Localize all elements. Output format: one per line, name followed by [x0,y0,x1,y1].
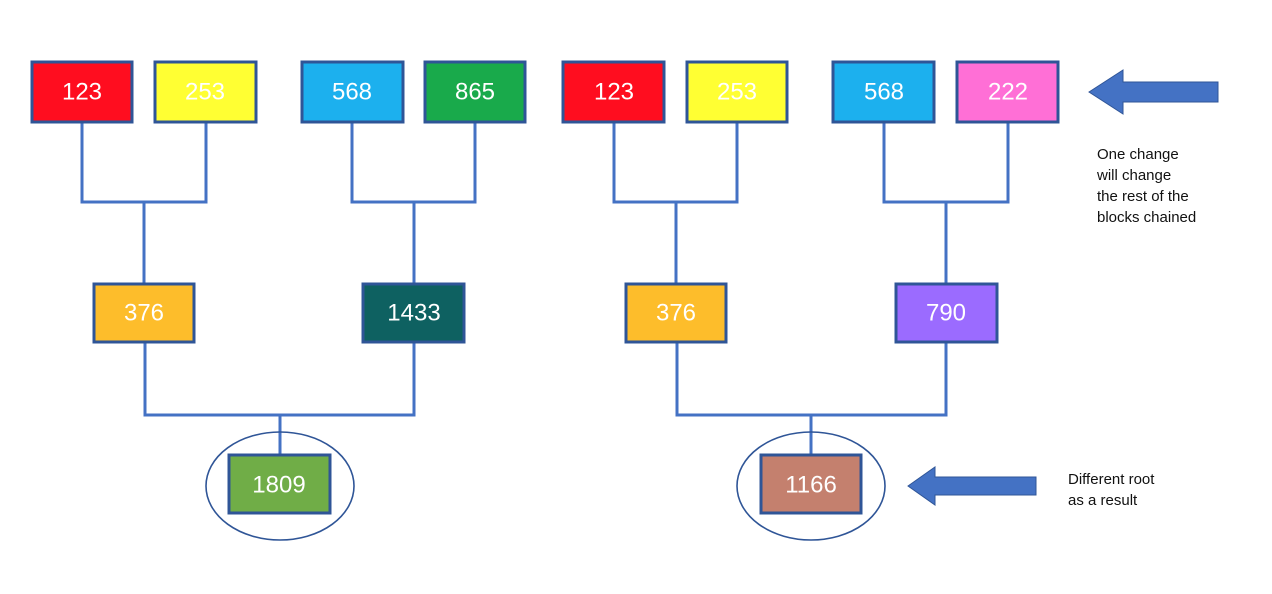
left-middle-value-1: 376 [124,300,164,327]
left-leaf-node-1: 123 [30,60,134,124]
right-leaf-value-4: 222 [988,79,1028,106]
right-leaf-box-1 [561,60,666,124]
connector [350,122,477,204]
left-leaf-box-3 [300,60,405,124]
left-leaf-value-3: 568 [332,79,372,106]
right-root-ellipse [736,431,886,541]
left-middle-box-1 [92,282,196,344]
right-root-node: 1166 [759,453,863,515]
right-tree-connectors [612,122,1010,455]
right-middle-box-1 [624,282,728,344]
left-tree-connectors [80,122,477,455]
right-middle-node-2: 790 [894,282,999,344]
left-middle-box-2 [361,282,466,344]
left-root-node: 1809 [227,453,332,515]
right-leaf-value-1: 123 [594,79,634,106]
change-note-line-1: One change [1097,146,1179,163]
left-leaf-value-2: 253 [185,79,225,106]
right-leaf-box-3 [831,60,936,124]
right-root-box [759,453,863,515]
right-leaf-box-2 [685,60,789,124]
change-note-line-2: will change [1097,167,1172,184]
left-middle-node-2: 1433 [361,282,466,344]
left-middle-node-1: 376 [92,282,196,344]
left-leaf-node-4: 865 [423,60,527,124]
connector [143,342,416,417]
right-middle-node-1: 376 [624,282,728,344]
connector [675,342,948,417]
right-leaf-node-1: 123 [561,60,666,124]
left-middle-value-2: 1433 [387,300,440,327]
connector [882,122,1010,204]
left-leaf-node-2: 253 [153,60,258,124]
right-leaf-value-2: 253 [717,79,757,106]
left-leaf-node-3: 568 [300,60,405,124]
right-leaf-box-4 [955,60,1060,124]
right-leaf-value-3: 568 [864,79,904,106]
root-note-line-1: Different root [1068,471,1155,488]
right-middle-value-1: 376 [656,300,696,327]
connector [80,122,208,204]
left-root-box [227,453,332,515]
change-note-line-3: the rest of the [1097,188,1189,205]
left-leaf-box-2 [153,60,258,124]
right-leaf-node-4: 222 [955,60,1060,124]
right-leaf-node-2: 253 [685,60,789,124]
root-note-line-2: as a result [1068,492,1138,509]
changed-leaf-arrow-icon [1088,69,1219,115]
root-note: Different root as a result [1068,469,1154,511]
left-leaf-box-1 [30,60,134,124]
change-note-line-4: blocks chained [1097,209,1197,226]
right-leaf-node-3: 568 [831,60,936,124]
left-leaf-value-4: 865 [455,79,495,106]
right-middle-value-2: 790 [926,300,966,327]
left-leaf-value-1: 123 [62,79,102,106]
left-leaf-box-4 [423,60,527,124]
right-middle-box-2 [894,282,999,344]
right-root-value: 1166 [785,472,837,499]
left-root-ellipse [205,431,355,541]
changed-root-arrow-icon [907,466,1037,506]
left-root-value: 1809 [252,472,305,499]
change-note: One change will change the rest of the b… [1097,144,1196,228]
connector [612,122,739,204]
